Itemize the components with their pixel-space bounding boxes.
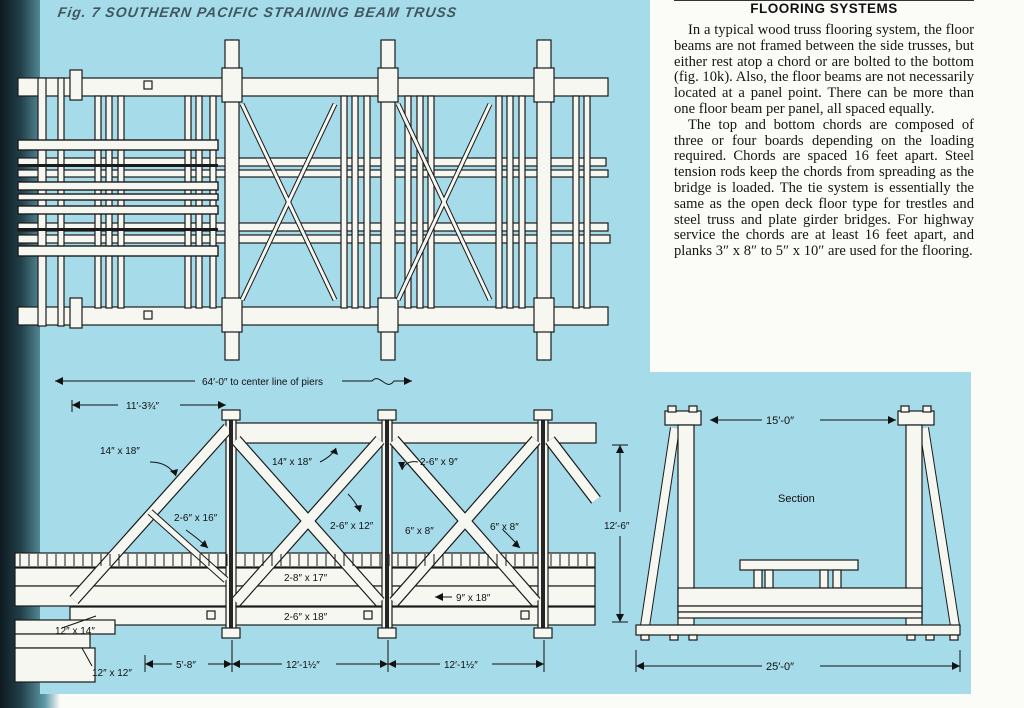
dim-stringer: 2-8″ x 17″ xyxy=(284,573,328,584)
dimension-labels: 64′-0″ to center line of piers 11′-3¾″ 1… xyxy=(55,377,815,679)
dim-floor-beam: 9″ x 18″ xyxy=(456,593,491,604)
dim-post-right: 6″ x 8″ xyxy=(490,522,519,533)
section-view xyxy=(635,405,961,641)
dim-center-line: 64′-0″ to center line of piers xyxy=(202,377,323,388)
dim-brace-right: 2-6″ x 9″ xyxy=(420,457,458,468)
dim-sill-left: 12″ x 12″ xyxy=(92,668,132,679)
paragraph-1: In a typical wood truss flooring system,… xyxy=(674,22,974,117)
dim-top-left-member: 14″ x 18″ xyxy=(100,446,140,457)
section-heading: FLOORING SYSTEMS xyxy=(674,0,974,16)
paragraph-2: The top and bottom chords are composed o… xyxy=(674,116,974,260)
dim-height: 12′-6″ xyxy=(604,521,630,532)
dim-panel-b: 12′-1½″ xyxy=(286,660,320,671)
elevation-view xyxy=(14,409,601,683)
dim-section-bottom: 25′-0″ xyxy=(766,661,794,673)
dim-brace-center: 2-6″ x 12″ xyxy=(330,521,374,532)
dim-bottom-chord: 2-6″ x 18″ xyxy=(284,612,328,623)
dim-brace-left: 2-6″ x 16″ xyxy=(174,513,218,524)
dim-top-chord: 14″ x 18″ xyxy=(272,457,312,468)
dim-post-center: 6″ x 8″ xyxy=(405,526,434,537)
dim-cap-left: 12″ x 14″ xyxy=(55,626,95,637)
plan-view xyxy=(17,39,611,361)
dim-section-top: 15′-0″ xyxy=(766,415,794,427)
dim-panel-a: 5′-8″ xyxy=(176,660,196,671)
dimension-lines xyxy=(55,378,961,672)
dimension-arrowheads xyxy=(55,377,960,670)
dim-panel-c: 12′-1½″ xyxy=(444,660,478,671)
section-label: Section xyxy=(778,493,815,505)
article-column: FLOORING SYSTEMS In a typical wood truss… xyxy=(674,0,974,260)
dim-panel-end: 11′-3¾″ xyxy=(126,401,159,412)
